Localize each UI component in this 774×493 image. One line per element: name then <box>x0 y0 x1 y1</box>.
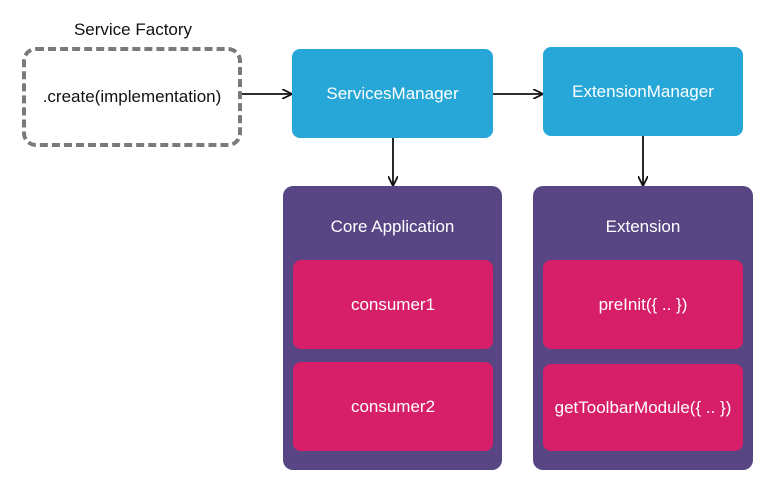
services-manager-label: ServicesManager <box>326 83 459 103</box>
extension-title: Extension <box>605 217 681 236</box>
service-factory-box: .create(implementation) <box>22 47 242 147</box>
get-toolbar-module-box: getToolbarModule({ .. }) <box>543 364 743 451</box>
create-implementation-text: .create(implementation) <box>42 87 222 106</box>
consumer1-label: consumer1 <box>350 294 436 314</box>
extension-manager-label: ExtensionManager <box>572 81 714 101</box>
get-toolbar-module-label: getToolbarModule({ .. }) <box>554 397 732 417</box>
preinit-box: preInit({ .. }) <box>543 260 743 349</box>
preinit-label: preInit({ .. }) <box>598 294 688 314</box>
services-manager-box: ServicesManager <box>292 49 493 138</box>
consumer2-label: consumer2 <box>350 396 436 416</box>
extension-manager-box: ExtensionManager <box>543 47 743 136</box>
consumer1-box: consumer1 <box>293 260 493 349</box>
consumer2-box: consumer2 <box>293 362 493 451</box>
core-application-title: Core Application <box>330 217 455 236</box>
service-factory-label: Service Factory <box>73 20 193 39</box>
